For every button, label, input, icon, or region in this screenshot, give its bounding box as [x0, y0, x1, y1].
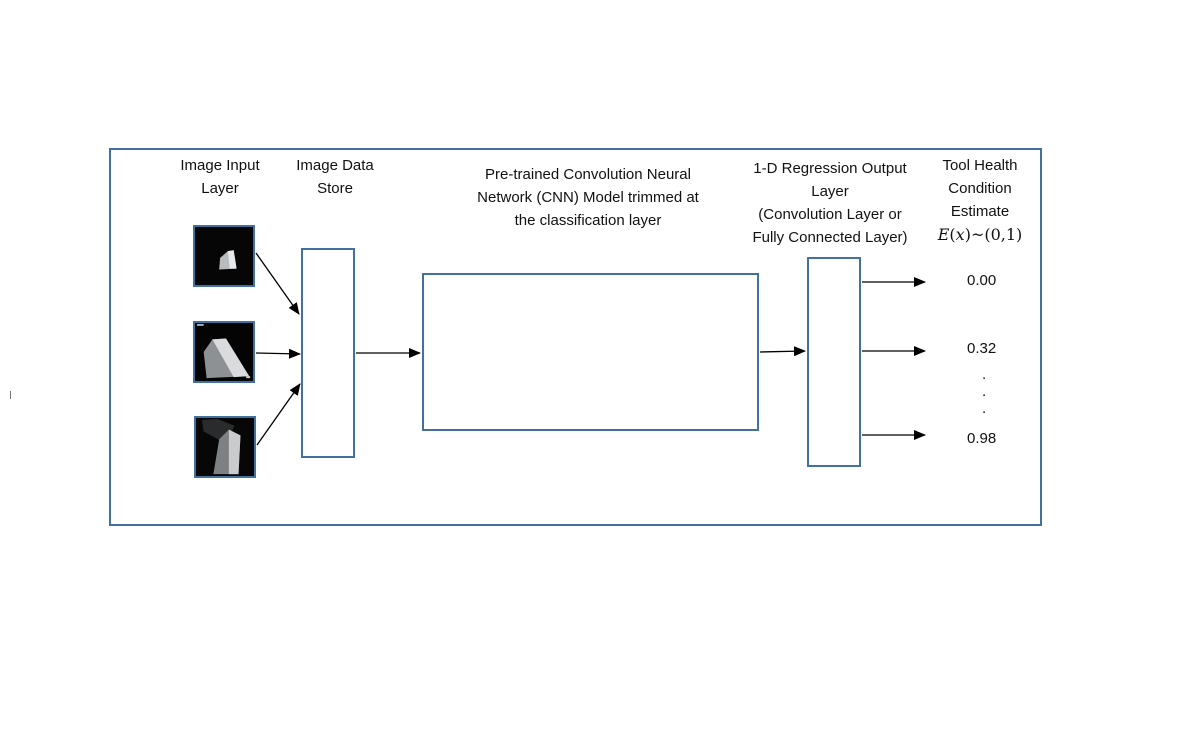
stray-mark — [10, 391, 11, 399]
ellipsis-dot-2: . — [982, 383, 987, 400]
formula-estimate: E(x)~(0,1) — [937, 225, 1023, 244]
label-image-store: Image Data Store — [296, 157, 374, 197]
label-regression: 1-D Regression Output Layer (Convolution… — [752, 160, 908, 246]
label-cnn: Pre-trained Convolution Neural Network (… — [477, 166, 699, 229]
tool-image-3 — [194, 416, 256, 478]
ellipsis-dot-1: . — [982, 366, 987, 383]
tool-image-2 — [193, 321, 255, 383]
label-image-input: Image Input Layer — [180, 157, 260, 197]
output-value-2: 0.32 — [967, 340, 997, 357]
regression-output-box — [807, 257, 861, 467]
ellipsis-dot-3: . — [982, 400, 987, 417]
cnn-model-box — [422, 273, 759, 431]
label-tool-health: Tool Health Condition Estimate E(x)~(0,1… — [925, 154, 1035, 246]
output-value-3: 0.98 — [967, 430, 997, 447]
image-data-store-box — [301, 248, 355, 458]
diagram-frame — [109, 148, 1042, 526]
tool-image-1 — [193, 225, 255, 287]
output-value-1: 0.00 — [967, 272, 997, 289]
